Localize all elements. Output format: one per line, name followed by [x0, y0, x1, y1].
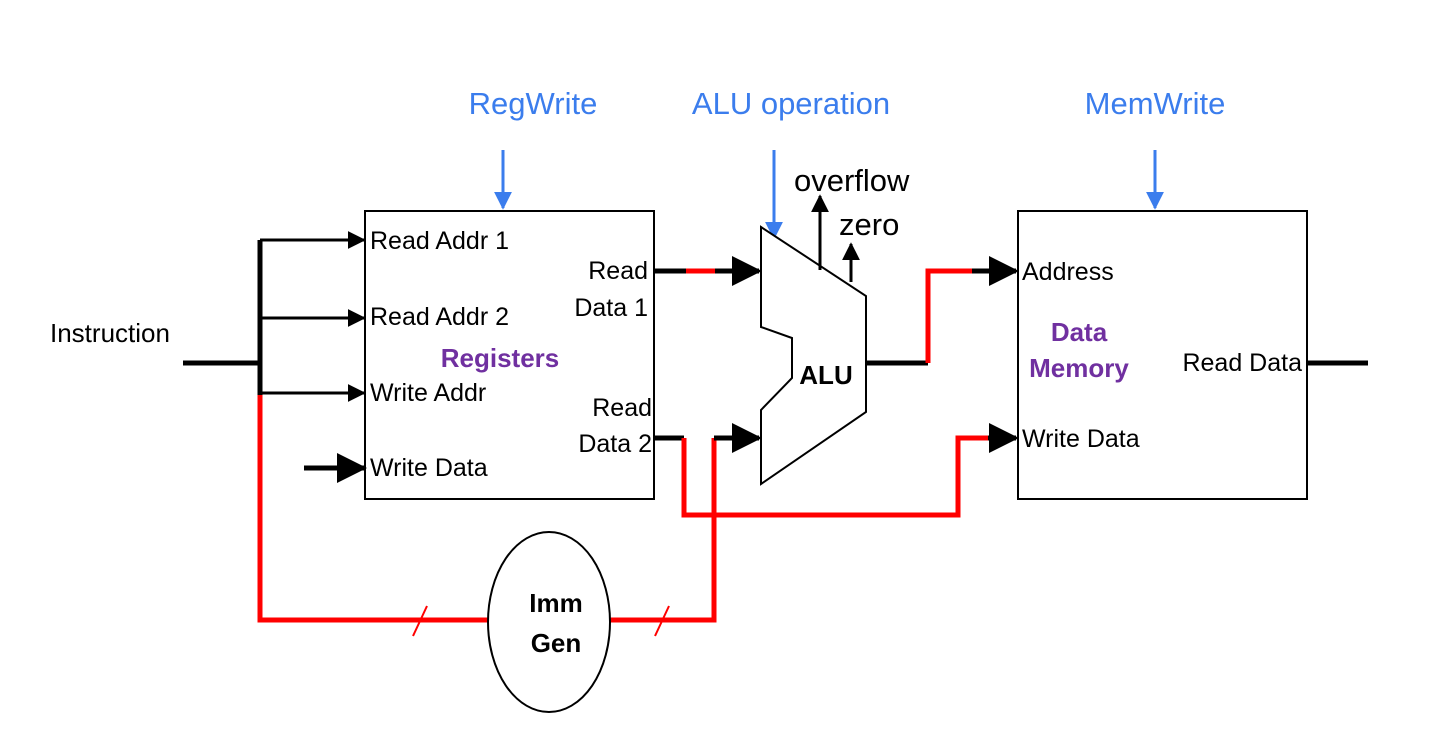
alu-label: ALU — [799, 360, 852, 390]
regwrite-label: RegWrite — [469, 86, 598, 121]
alu-operation-label: ALU operation — [692, 86, 890, 121]
memory-write-data-label: Write Data — [1022, 425, 1140, 453]
immgen-to-alu-path — [609, 438, 717, 623]
alu-block — [760, 225, 867, 486]
registers-title: Registers — [441, 343, 560, 373]
read-addr-2-label: Read Addr 2 — [370, 303, 509, 331]
read-addr-1-label: Read Addr 1 — [370, 227, 509, 255]
alu-result-highlight-path — [925, 268, 972, 363]
read-data-1-label-line2: Data 1 — [574, 294, 648, 322]
read-data-label: Read Data — [1182, 349, 1302, 377]
address-label: Address — [1022, 258, 1114, 286]
write-addr-label: Write Addr — [370, 379, 486, 407]
data-memory-title-line1: Data — [1051, 317, 1108, 347]
read-data-1-label-line1: Read — [588, 257, 648, 285]
data-memory-block — [1017, 210, 1308, 500]
imm-gen-label-line1: Imm — [529, 588, 582, 618]
reg-write-data-label: Write Data — [370, 454, 488, 482]
read-data-2-label-line1: Read — [592, 394, 652, 422]
read-data-2-label-line2: Data 2 — [578, 430, 652, 458]
bus-width-tick — [412, 605, 428, 637]
memwrite-label: MemWrite — [1085, 86, 1226, 121]
read-data-2-to-memory-path — [681, 435, 988, 518]
imm-gen-block — [487, 531, 611, 713]
instruction-label: Instruction — [50, 318, 170, 348]
data-memory-title-line2: Memory — [1029, 353, 1129, 383]
registers-block — [364, 210, 655, 500]
overflow-label: overflow — [794, 163, 910, 198]
imm-gen-label-line2: Gen — [531, 628, 582, 658]
zero-label: zero — [839, 207, 899, 242]
instruction-to-immgen-path — [257, 395, 488, 623]
bus-width-tick — [654, 605, 670, 637]
